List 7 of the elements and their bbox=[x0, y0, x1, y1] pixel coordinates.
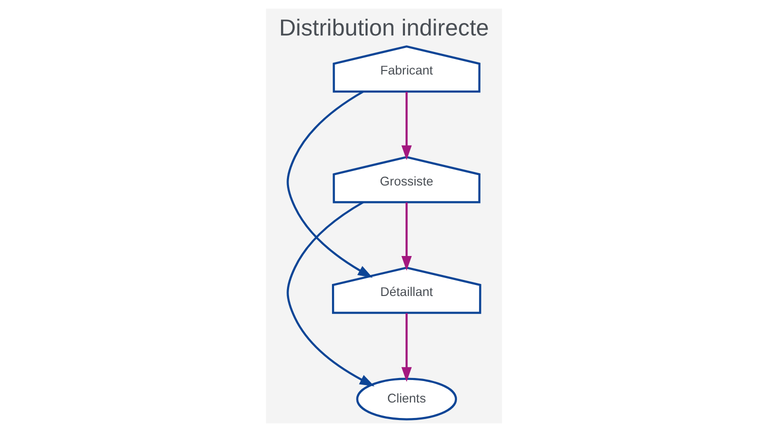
arrow bbox=[401, 202, 412, 271]
arrow bbox=[401, 313, 412, 382]
arrow bbox=[401, 92, 412, 160]
diagram-title: Distribution indirecte bbox=[279, 14, 489, 41]
arrow bbox=[286, 90, 373, 278]
node-ellipse: Clients bbox=[356, 378, 457, 420]
arrow bbox=[286, 201, 374, 386]
